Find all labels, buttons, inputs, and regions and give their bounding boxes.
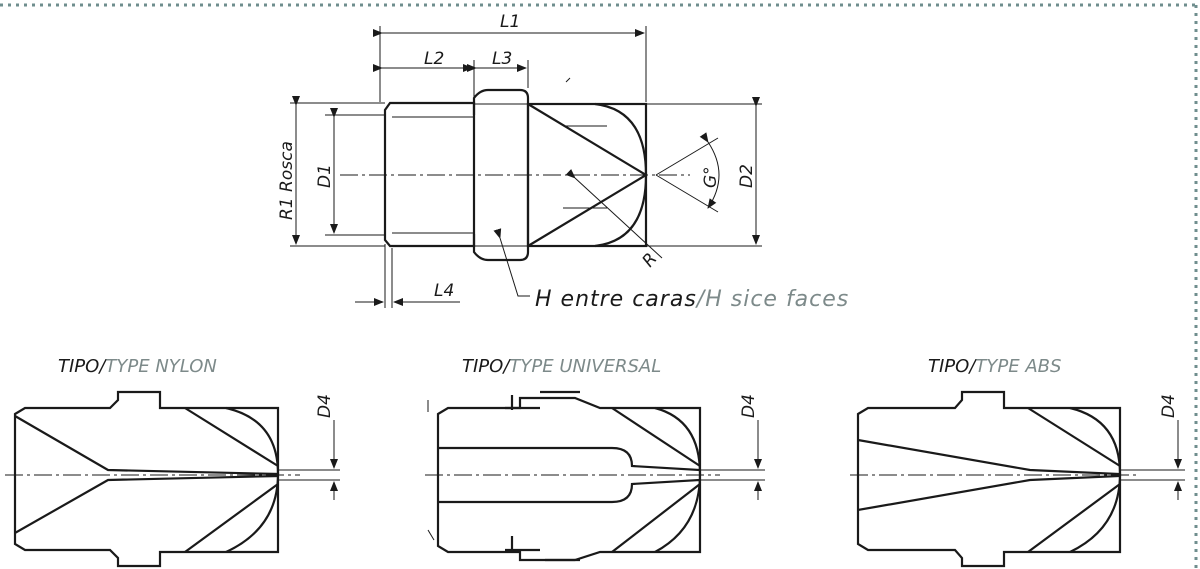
section-abs: TIPO/TYPE ABS D4: [850, 356, 1185, 568]
dim-D1: D1: [315, 164, 335, 188]
faces-note-sep: /: [695, 287, 707, 312]
type-nylon-label: TIPO/TYPE NYLON: [58, 356, 217, 377]
dim-L2: L2: [424, 49, 444, 69]
dim-L1: L1: [500, 12, 520, 32]
faces-note-en: H sice faces: [705, 287, 849, 312]
section-universal: TIPO/TYPE UNIVERSAL D4: [425, 356, 765, 562]
dim-G: G°: [701, 166, 721, 188]
dim-R: R: [639, 249, 662, 271]
type-universal-label: TIPO/TYPE UNIVERSAL: [462, 356, 661, 377]
dim-D4-abs: D4: [1159, 394, 1179, 418]
thread-body: [383, 101, 476, 248]
dim-D4-universal: D4: [739, 394, 759, 418]
section-nylon: TIPO/TYPE NYLON D4: [5, 356, 340, 568]
dim-R1: R1 Rosca: [277, 141, 297, 220]
main-view: L1 L2 L3 L4 R1 Rosca D1 D2 G°: [277, 12, 849, 312]
hex-collar: [472, 88, 530, 262]
dim-D2: D2: [737, 164, 757, 188]
dim-D4-nylon: D4: [315, 394, 335, 418]
faces-note-es: H entre caras: [535, 287, 697, 312]
type-abs-label: TIPO/TYPE ABS: [928, 356, 1061, 377]
dim-L3: L3: [492, 49, 512, 69]
dim-L4: L4: [434, 281, 454, 301]
faces-note: H entre caras/H sice faces: [535, 287, 849, 312]
